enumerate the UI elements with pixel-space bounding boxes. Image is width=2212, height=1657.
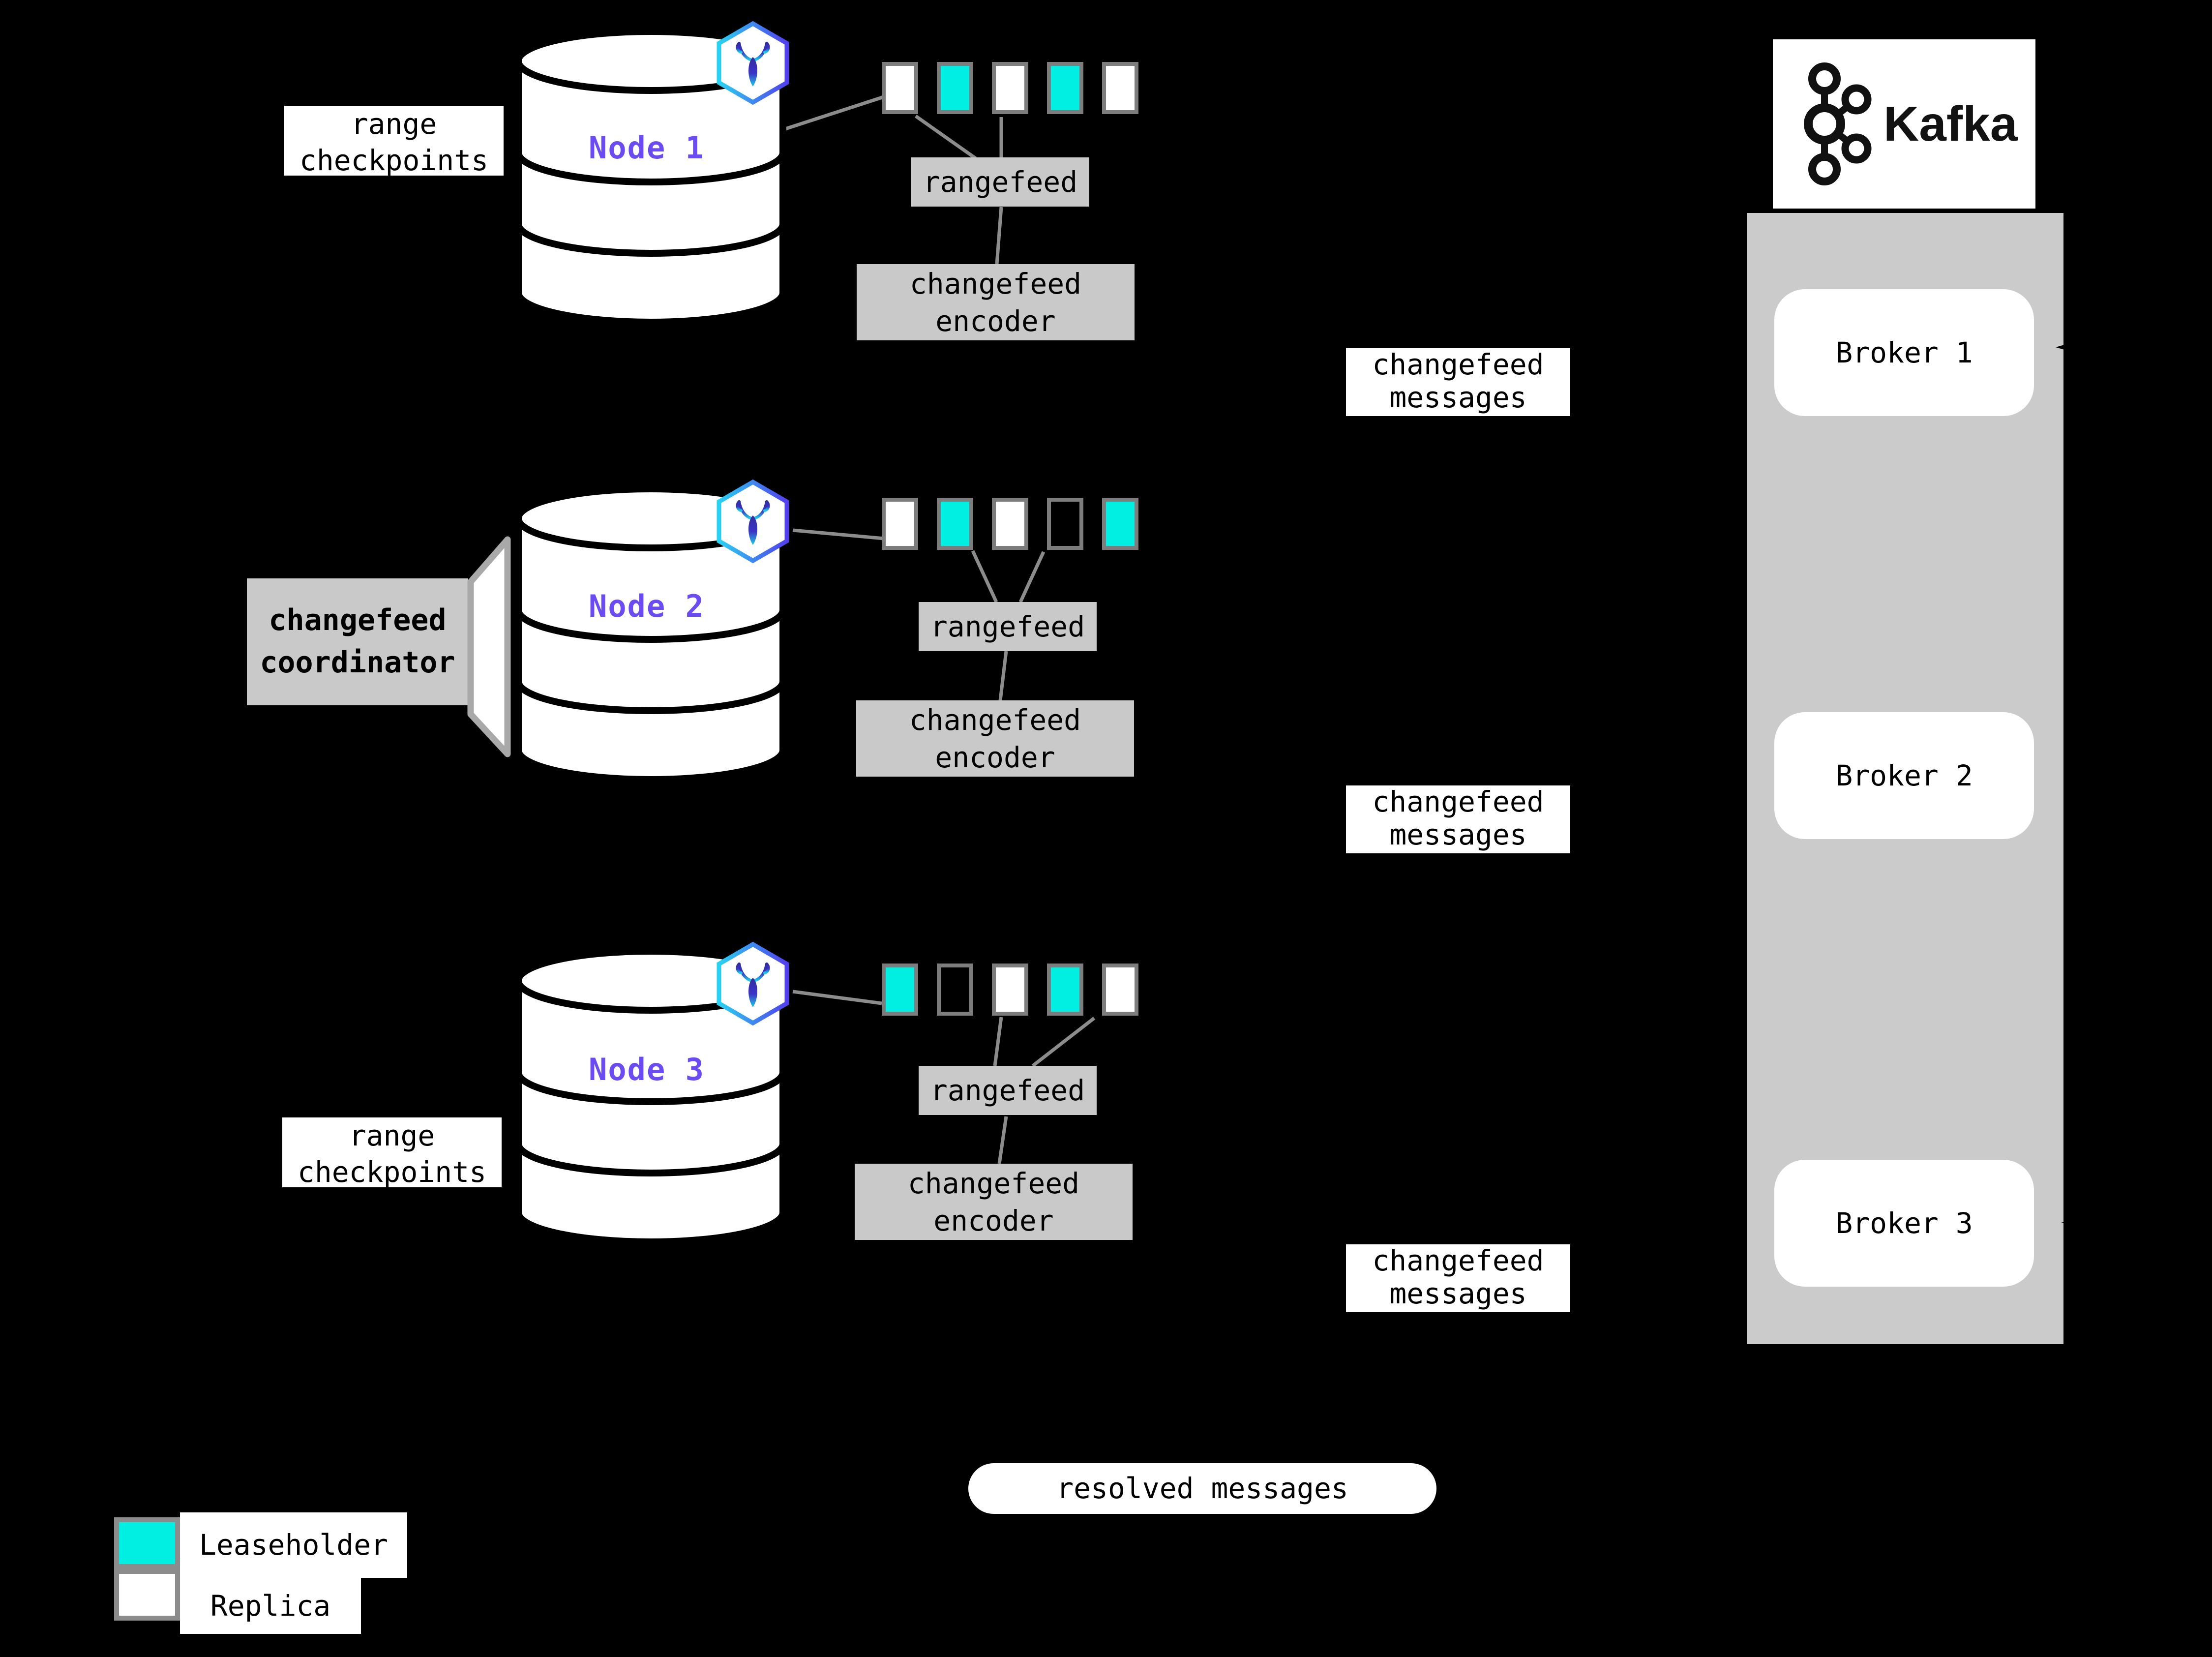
changefeed-messages-label-3: changefeed messages [1346,1244,1570,1312]
kafka-logo-box: Kafka [1773,39,2035,209]
range-cell [882,964,918,1016]
ranges-node1 [882,62,1138,114]
connector-line [993,1017,1003,1066]
encoder-line2: encoder [935,741,1055,774]
range-cell [882,498,918,550]
connector-line [995,207,1003,265]
rangefeed-box-node2: rangefeed [919,602,1097,651]
coordinator-line1: changefeed [269,603,447,637]
changefeed-messages-label-2: changefeed messages [1346,785,1570,853]
range-checkpoints-line2: checkpoints [299,144,489,177]
coordinator-line2: coordinator [260,645,455,680]
messages-line2: messages [1389,1277,1527,1310]
legend-leaseholder-swatch [114,1517,180,1569]
legend-leaseholder-label: Leaseholder [180,1512,407,1578]
legend-replica-swatch [114,1569,180,1621]
encoder-line1: changefeed [909,267,1082,301]
range-cell [937,62,973,114]
node3-label: Node 3 [589,1052,705,1087]
connector-line [971,550,998,603]
broker-2-box: Broker 2 [1774,712,2034,839]
connector-line [1018,551,1046,603]
encoder-line2: encoder [935,304,1056,338]
messages-line1: changefeed [1372,348,1544,381]
range-cell [1102,498,1138,550]
changefeed-messages-label-1: changefeed messages [1346,348,1570,416]
connector-line [998,651,1008,701]
ranges-node3 [882,964,1138,1016]
node1-label: Node 1 [589,130,705,166]
range-cell [937,498,973,550]
database-cylinder-node1 [515,28,786,326]
cockroachdb-icon-node2 [717,479,789,564]
rangefeed-box-node3: rangefeed [919,1066,1097,1115]
range-cell [1102,964,1138,1016]
changefeed-coordinator-label: changefeed coordinator [247,578,468,705]
encoder-line1: changefeed [909,703,1081,737]
messages-line1: changefeed [1372,1244,1544,1277]
range-cell [882,62,918,114]
range-cell [1047,62,1083,114]
range-checkpoints-line1: range [351,107,437,141]
arrowhead-into-broker3 [2061,1217,2085,1228]
range-cell [1047,964,1083,1016]
range-checkpoints-label-node3: range checkpoints [282,1117,502,1189]
messages-line2: messages [1389,381,1527,414]
broker-3-box: Broker 3 [1774,1160,2034,1287]
range-cell [992,498,1028,550]
changefeed-encoder-box-node1: changefeed encoder [857,264,1135,340]
node2-label: Node 2 [589,588,705,624]
range-cell [1102,62,1138,114]
database-cylinder-node3 [515,948,786,1245]
cockroachdb-icon-node1 [717,21,789,105]
range-checkpoints-label-node1: range checkpoints [284,106,504,177]
legend-replica-label: Replica [180,1578,361,1634]
messages-line1: changefeed [1372,785,1544,818]
coordinator-pointer-blade [467,536,511,757]
connector-line [792,528,885,541]
range-checkpoints-line2: checkpoints [297,1155,487,1189]
rangefeed-box-node1: rangefeed [911,157,1089,207]
messages-line2: messages [1389,818,1527,851]
connector-line [914,115,977,160]
range-cell [992,62,1028,114]
cockroachdb-icon-node3 [717,941,789,1026]
range-checkpoints-line1: range [349,1119,435,1152]
changefeed-encoder-box-node2: changefeed encoder [856,700,1134,777]
connector-line [997,1116,1008,1164]
encoder-line2: encoder [933,1204,1054,1237]
range-cell [992,964,1028,1016]
changefeed-encoder-box-node3: changefeed encoder [855,1164,1133,1240]
connector-line [784,94,886,131]
connector-line [792,990,882,1005]
broker-1-box: Broker 1 [1774,289,2034,416]
connector-line [1031,1017,1096,1067]
range-cell [1047,498,1083,550]
range-cell [937,964,973,1016]
resolved-messages-label: resolved messages [968,1463,1436,1514]
kafka-logo-icon [1804,62,1872,185]
encoder-line1: changefeed [907,1167,1080,1200]
kafka-brand-label: Kafka [1883,96,2018,151]
ranges-node2 [882,498,1138,550]
